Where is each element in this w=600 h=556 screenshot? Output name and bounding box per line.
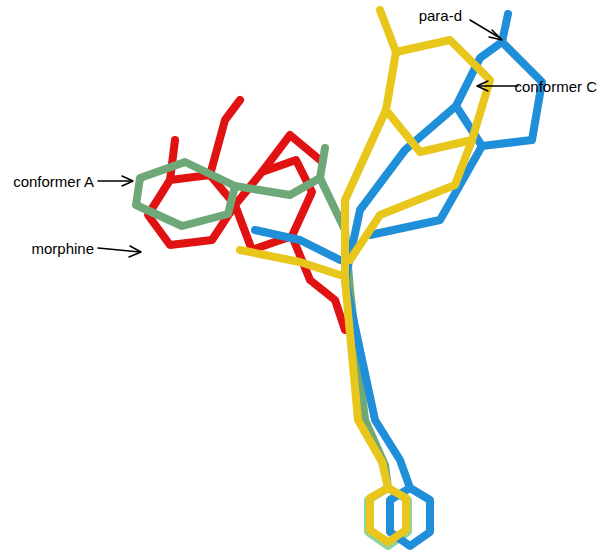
callout-label: morphine <box>31 240 94 257</box>
callout-label: para-d <box>419 7 462 24</box>
conformer-c-structure <box>255 14 542 546</box>
morphine-structure <box>148 100 345 330</box>
conformer-a-structure <box>136 148 408 546</box>
leader-arrows <box>98 20 518 257</box>
callout-label: conformer A <box>13 173 94 190</box>
para-d-structure <box>240 10 490 542</box>
callout-label: conformer C <box>514 78 597 95</box>
